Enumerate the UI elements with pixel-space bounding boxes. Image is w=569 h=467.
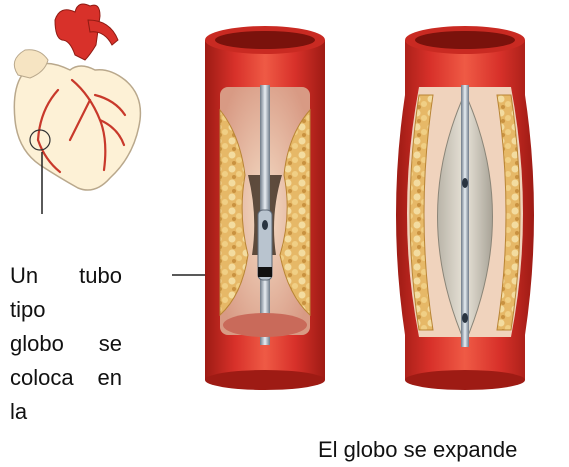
artery-before xyxy=(200,25,330,390)
artery-after xyxy=(385,25,545,390)
caption-bottom: El globo se expande xyxy=(318,433,517,467)
caption-left-line-2: globo se xyxy=(10,327,122,361)
heart-illustration xyxy=(0,0,160,230)
caption-left-line-3: coloca en la xyxy=(10,361,122,429)
caption-left-line-1: Un tubo tipo xyxy=(10,259,122,327)
caption-left: Un tubo tipo globo se coloca en la xyxy=(10,259,122,429)
